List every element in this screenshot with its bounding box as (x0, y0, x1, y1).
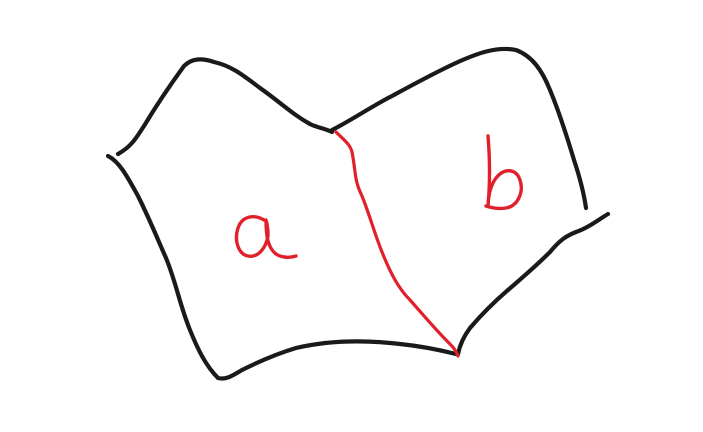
region-a-outer-edge (105, 153, 459, 381)
letter-b-glyph (484, 134, 523, 211)
region-b-group (329, 46, 611, 357)
letter-a-glyph (234, 215, 298, 260)
region-b-label: b (0, 0, 523, 211)
region-b-label-text: b (0, 0, 10, 4)
region-b-outer-edge (455, 211, 611, 357)
region-a-label-text: a (0, 0, 10, 4)
divider-line (334, 130, 460, 358)
region-a-group (105, 57, 459, 381)
region-a-label: a (0, 0, 298, 260)
region-a-outline (115, 57, 335, 157)
region-b-outline (329, 46, 589, 211)
